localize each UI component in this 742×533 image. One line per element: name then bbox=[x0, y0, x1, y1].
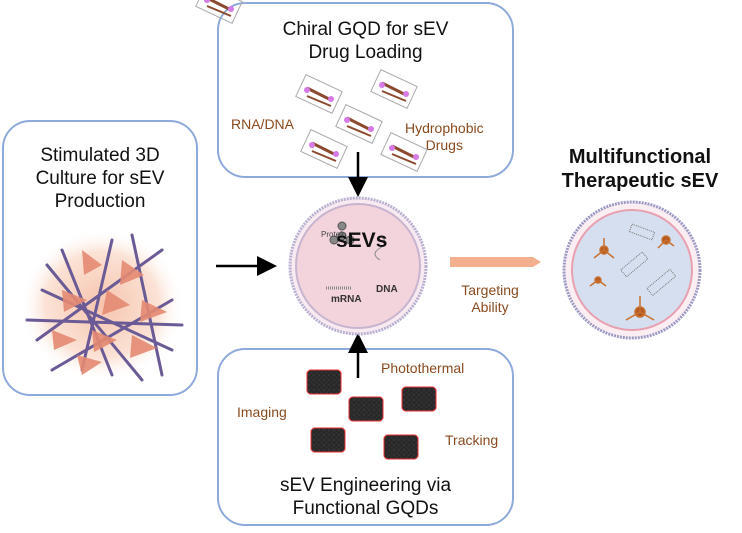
sev-vesicle bbox=[288, 196, 428, 336]
orange-targeting-arrow bbox=[450, 257, 541, 267]
hydrophobic-label: Hydrophobic bbox=[405, 120, 484, 136]
sevs-label: sEVs bbox=[336, 229, 388, 252]
culture-title-line: Stimulated 3D bbox=[40, 145, 160, 166]
photothermal-label: Photothermal bbox=[381, 360, 465, 376]
tracking-label: Tracking bbox=[445, 432, 499, 448]
culture-box: Stimulated 3D Culture for sEV Production bbox=[2, 120, 198, 396]
chiral-title: Chiral GQD for sEV Drug Loading bbox=[219, 18, 512, 64]
output-title: Multifunctional Therapeutic sEV bbox=[540, 145, 740, 193]
targeting-label: Targeting bbox=[461, 282, 519, 298]
targeting-ligand-icons bbox=[589, 235, 675, 321]
culture-title: Stimulated 3D Culture for sEV Production bbox=[4, 144, 196, 213]
chiral-title-line: Drug Loading bbox=[308, 42, 423, 63]
protein-icon bbox=[329, 221, 355, 245]
functional-gqd-sheets bbox=[306, 369, 437, 460]
engineering-box: Imaging Photothermal Tracking sEV Engine… bbox=[217, 348, 514, 526]
imaging-label: Imaging bbox=[237, 404, 287, 420]
engineering-title-line: sEV Engineering via bbox=[279, 475, 452, 496]
chiral-gqd-box: Chiral GQD for sEV Drug Loading RNA/DNA … bbox=[195, 0, 514, 178]
ability-label: Ability bbox=[471, 299, 509, 315]
drugs-label: Drugs bbox=[425, 137, 463, 153]
dna-icon bbox=[374, 235, 386, 261]
engineering-title-line: Functional GQDs bbox=[292, 498, 439, 519]
rna-dna-label: RNA/DNA bbox=[231, 116, 295, 132]
cell-scaffold-illustration bbox=[20, 229, 184, 382]
chiral-gqd-molecules bbox=[195, 0, 429, 173]
output-title-line: Therapeutic sEV bbox=[561, 170, 719, 192]
mrna-label: mRNA bbox=[331, 294, 362, 305]
culture-title-line: Culture for sEV bbox=[35, 168, 165, 189]
dna-label: DNA bbox=[376, 284, 398, 295]
culture-title-line: Production bbox=[54, 191, 146, 212]
chiral-title-line: Chiral GQD for sEV bbox=[282, 19, 449, 40]
therapeutic-sev-vesicle bbox=[562, 200, 702, 340]
output-title-line: Multifunctional bbox=[568, 146, 712, 168]
engineering-title: sEV Engineering via Functional GQDs bbox=[219, 474, 512, 520]
protein-label: Protein bbox=[321, 230, 347, 239]
